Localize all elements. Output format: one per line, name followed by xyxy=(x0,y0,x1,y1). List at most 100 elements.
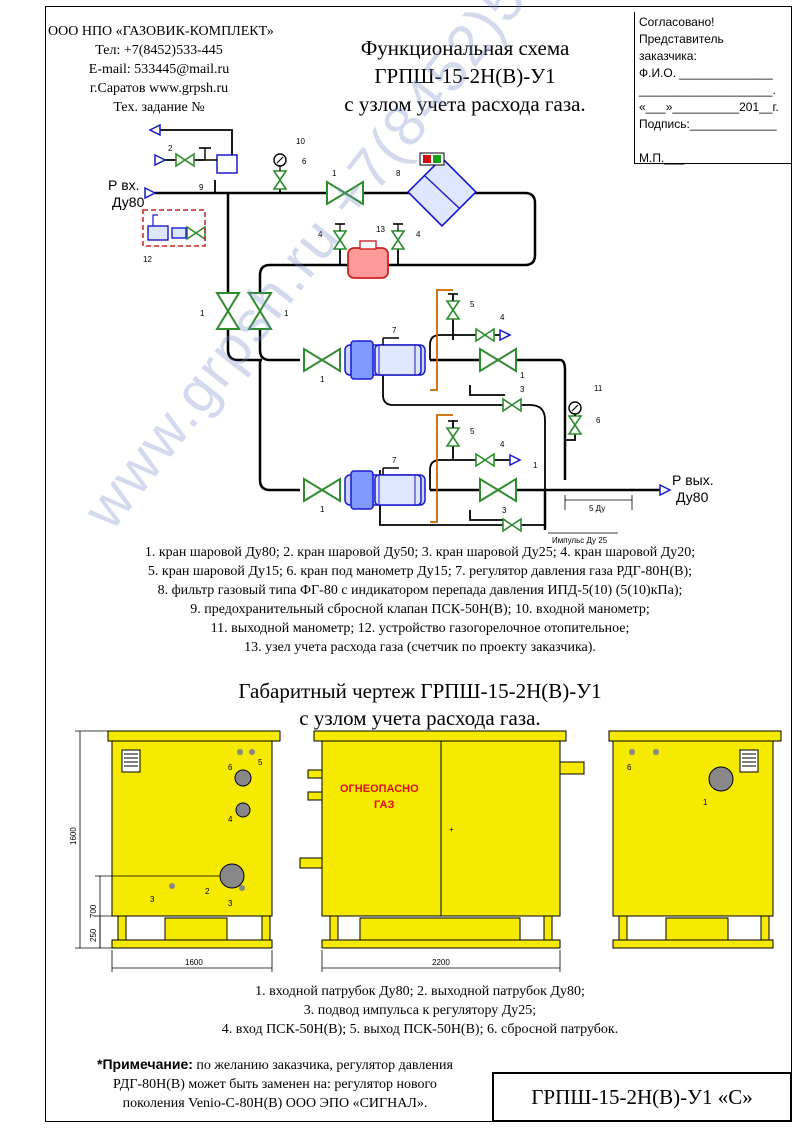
callout: 12 xyxy=(143,255,152,264)
cab-label: 3 xyxy=(150,895,155,904)
cabinet-side-view xyxy=(107,730,281,949)
valve-3-a xyxy=(502,398,522,412)
callout: 1 xyxy=(284,309,289,318)
cab-label: 3 xyxy=(228,899,233,908)
dim-250: 250 xyxy=(89,928,98,942)
gas-meter xyxy=(347,240,389,279)
valve-12 xyxy=(186,226,206,240)
approval-line: ____________________. xyxy=(639,83,776,97)
valve-3-b xyxy=(502,518,522,532)
valve-4-a xyxy=(475,328,495,342)
valve-4-meter-b xyxy=(391,223,405,250)
front-plus: + xyxy=(449,825,454,834)
legend-line: 1. входной патрубок Ду80; 2. выходной па… xyxy=(255,984,585,999)
dimensions-legend: 1. входной патрубок Ду80; 2. выходной па… xyxy=(60,982,780,1039)
legend-line: 8. фильтр газовый типа ФГ-80 с индикатор… xyxy=(157,583,683,598)
callout: 5 xyxy=(470,427,475,436)
cab-label: 4 xyxy=(228,815,233,824)
approval-block: Согласовано! Представитель заказчика: Ф.… xyxy=(634,12,792,165)
legend-line: 3. подвод импульса к регулятору Ду25; xyxy=(303,1003,537,1018)
valve-1-line1-out xyxy=(479,348,517,372)
valve-1-line2-out xyxy=(479,478,517,502)
company-email: E-mail: 533445@mail.ru xyxy=(88,62,230,77)
warning-line-2: ГАЗ xyxy=(374,799,394,811)
callout: 4 xyxy=(500,440,505,449)
company-phone: Тел: +7(8452)533-445 xyxy=(95,43,223,58)
gas-filter xyxy=(406,152,478,228)
inlet-arrow-2 xyxy=(154,154,166,166)
heater-device xyxy=(142,209,206,247)
approval-line: М.П.___ xyxy=(639,151,685,165)
callout: 1 xyxy=(533,461,538,470)
drawing-frame xyxy=(45,6,792,1122)
note-text: поколения Venio-С-80Н(В) ООО ЭПО «СИГНАЛ… xyxy=(122,1096,428,1111)
legend-line: 11. выходной манометр; 12. устройство га… xyxy=(210,621,630,636)
callout: 6 xyxy=(302,157,307,166)
valve-1-inlet xyxy=(326,181,364,205)
callout: 1 xyxy=(200,309,205,318)
legend-line: 13. узел учета расхода газа (счетчик по … xyxy=(244,640,596,655)
dim-1600-v: 1600 xyxy=(69,827,78,845)
right-cab-label: 6 xyxy=(627,763,632,772)
callout: 1 xyxy=(320,505,325,514)
scheme-title: Функциональная схема ГРПШ-15-2Н(В)-У1 с … xyxy=(290,34,640,118)
valve-2 xyxy=(175,153,195,167)
dimensions-title-line: Габаритный чертеж ГРПШ-15-2Н(В)-У1 xyxy=(238,679,602,703)
dim-2200: 2200 xyxy=(432,958,450,967)
approval-line: Ф.И.О. ______________ xyxy=(639,66,773,80)
cab-label: 5 xyxy=(258,758,263,767)
scheme-title-line: ГРПШ-15-2Н(В)-У1 xyxy=(374,64,556,88)
valve-1-line2-in xyxy=(303,478,341,502)
valve-4-b xyxy=(475,453,495,467)
cabinet-right-view xyxy=(608,730,782,949)
callout: 1 xyxy=(520,371,525,380)
approval-line: «___»__________201__г. xyxy=(639,100,779,114)
vent-arrow-a xyxy=(499,329,511,341)
cab-label: 6 xyxy=(228,763,233,772)
company-name: ООО НПО «ГАЗОВИК-КОМПЛЕКТ» xyxy=(48,24,274,39)
callout: 9 xyxy=(199,183,204,192)
scheme-title-line: Функциональная схема xyxy=(360,36,570,60)
dimension-lines xyxy=(75,730,561,972)
valve-4-meter-a xyxy=(333,223,347,250)
valve-6-in xyxy=(273,163,287,190)
callout: 11 xyxy=(594,384,603,393)
legend-line: 4. вход ПСК-50Н(В); 5. выход ПСК-50Н(В);… xyxy=(221,1022,619,1037)
note-label: *Примечание: xyxy=(97,1056,193,1072)
approval-line: Подпись:_____________ xyxy=(639,117,777,131)
callout: 5 xyxy=(470,300,475,309)
approval-line: Согласовано! xyxy=(639,15,715,29)
callout: 7 xyxy=(392,456,397,465)
callout: 4 xyxy=(500,313,505,322)
vent-arrow-b xyxy=(509,454,521,466)
callout: 8 xyxy=(396,169,401,178)
cab-label: 2 xyxy=(205,887,210,896)
regulator-1 xyxy=(344,337,426,380)
legend-line: 9. предохранительный сбросной клапан ПСК… xyxy=(190,602,650,617)
callout: 2 xyxy=(168,144,173,153)
callout: 4 xyxy=(318,230,323,239)
outlet-label-2: Ду80 xyxy=(676,489,709,505)
note-text: РДГ-80Н(В) может быть заменен на: регуля… xyxy=(113,1077,437,1092)
vent-arrow xyxy=(148,123,161,137)
callout: 3 xyxy=(502,506,507,515)
callout: 1 xyxy=(320,375,325,384)
approval-line: Представитель xyxy=(639,32,724,46)
callout: 7 xyxy=(392,326,397,335)
outlet-label-1: Р вых. xyxy=(672,472,714,488)
warning-line-1: ОГНЕОПАСНО xyxy=(340,783,419,795)
outlet-gauge xyxy=(568,401,582,415)
approval-line: заказчика: xyxy=(639,49,697,63)
note-text: по желанию заказчика, регулятор давления xyxy=(192,1058,453,1073)
inlet-label-2: Ду80 xyxy=(112,194,145,210)
valve-5-b xyxy=(446,420,460,447)
callout: 13 xyxy=(376,225,385,234)
cabinet-front-view xyxy=(299,730,585,949)
callout: 4 xyxy=(416,230,421,239)
valve-5-a xyxy=(446,293,460,320)
company-task: Тех. задание № xyxy=(113,100,205,115)
psk-valve xyxy=(216,154,238,174)
inlet-label-1: Р вх. xyxy=(108,177,140,193)
company-block: ООО НПО «ГАЗОВИК-КОМПЛЕКТ» Тел: +7(8452)… xyxy=(48,22,274,117)
